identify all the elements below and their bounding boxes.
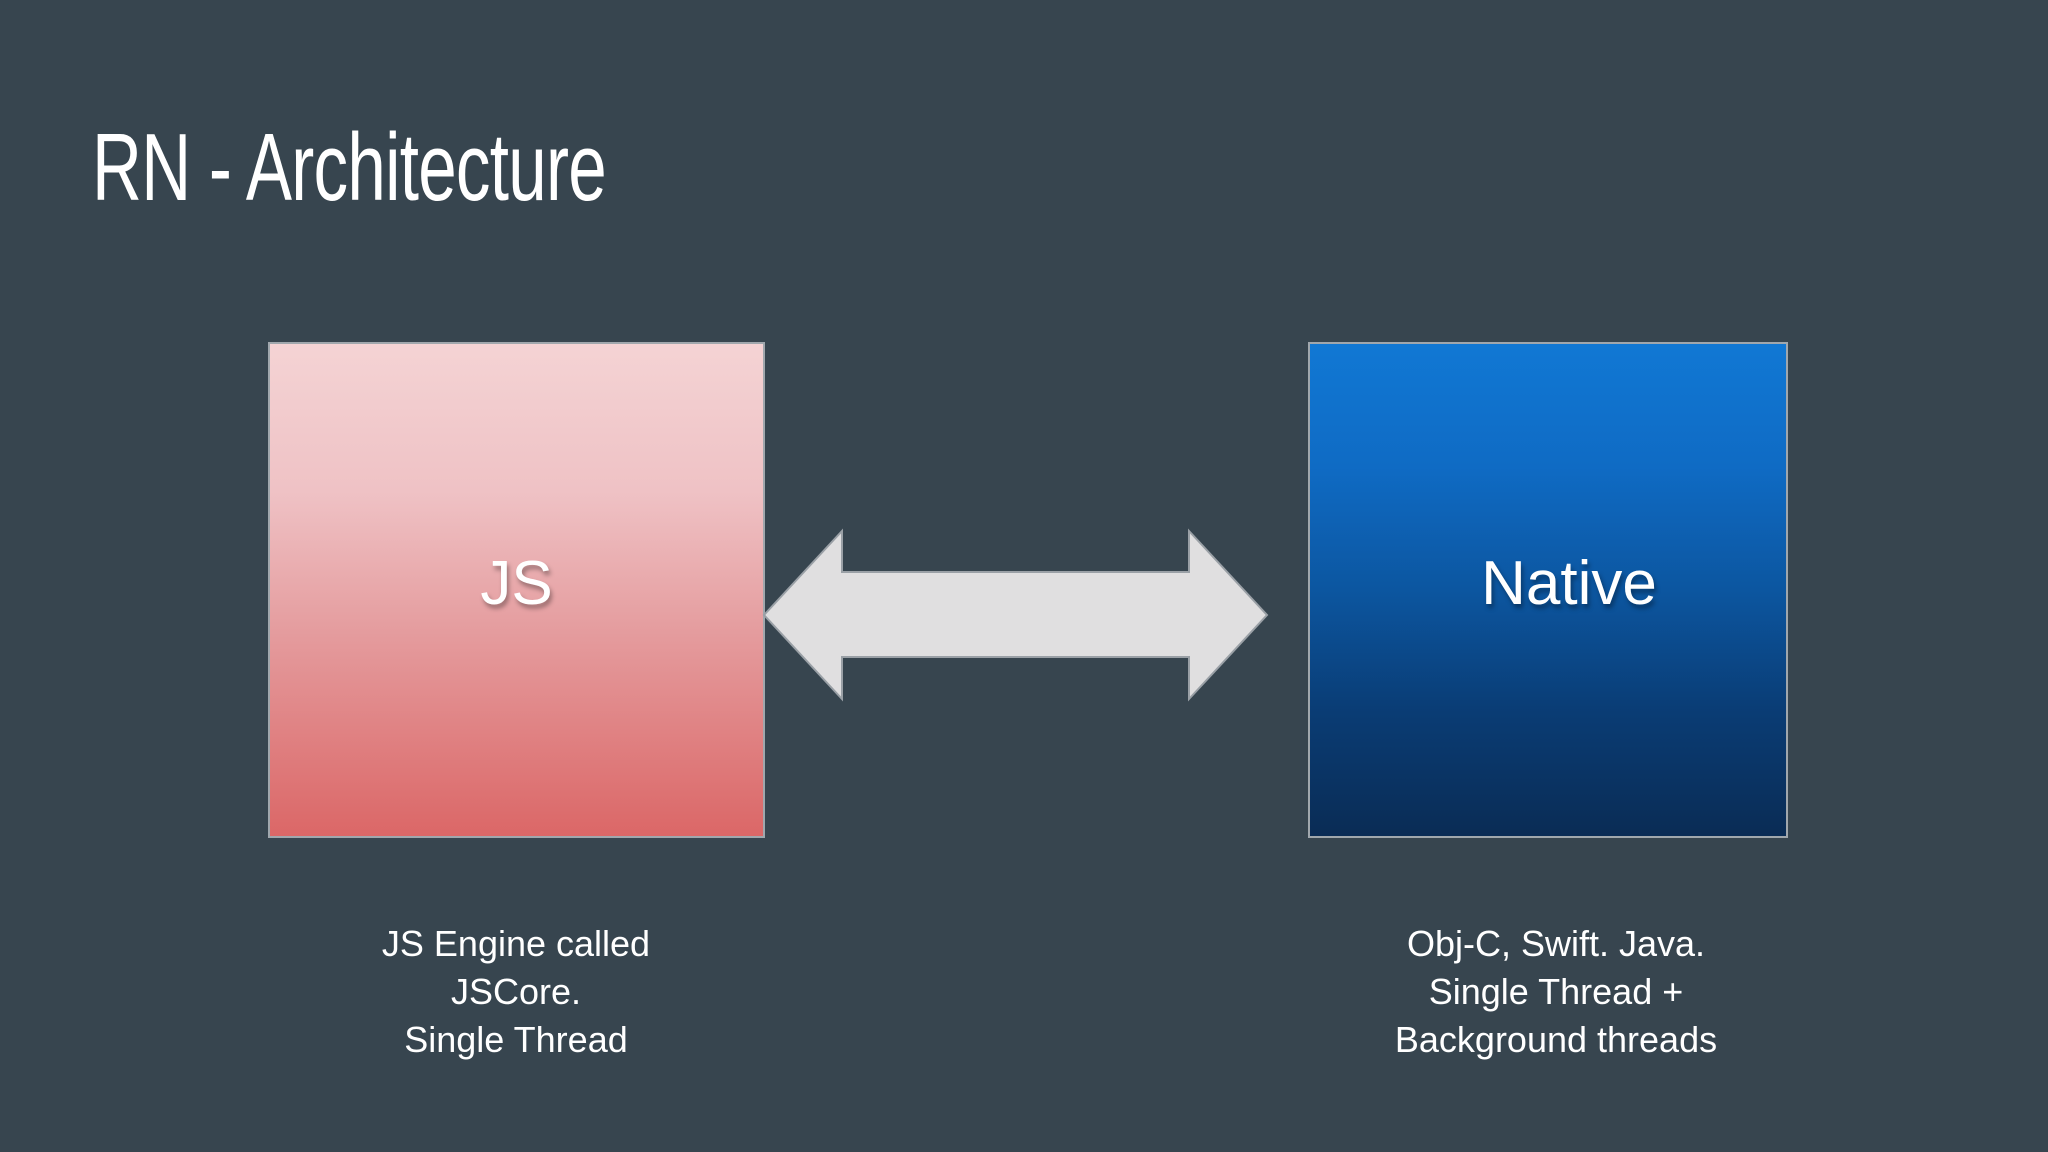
native-caption-line: Obj-C, Swift. Java.: [1406, 923, 1706, 964]
native-caption-line: Background threads: [1394, 1019, 1718, 1060]
js-caption-line: Single Thread: [404, 1019, 628, 1060]
js-caption-line: JSCore.: [450, 971, 582, 1012]
double-arrow-icon: [762, 528, 1269, 702]
slide-title: RN - Architecture: [92, 114, 607, 221]
js-box: JS: [268, 342, 765, 838]
native-box-label: Native: [1481, 548, 1657, 618]
js-caption: JS Engine called JSCore. Single Thread: [256, 920, 776, 1064]
native-caption: Obj-C, Swift. Java. Single Thread + Back…: [1296, 920, 1816, 1064]
native-box: Native: [1308, 342, 1788, 838]
js-caption-line: JS Engine called: [381, 923, 651, 964]
js-box-label: JS: [480, 548, 553, 618]
native-caption-line: Single Thread +: [1428, 971, 1684, 1012]
